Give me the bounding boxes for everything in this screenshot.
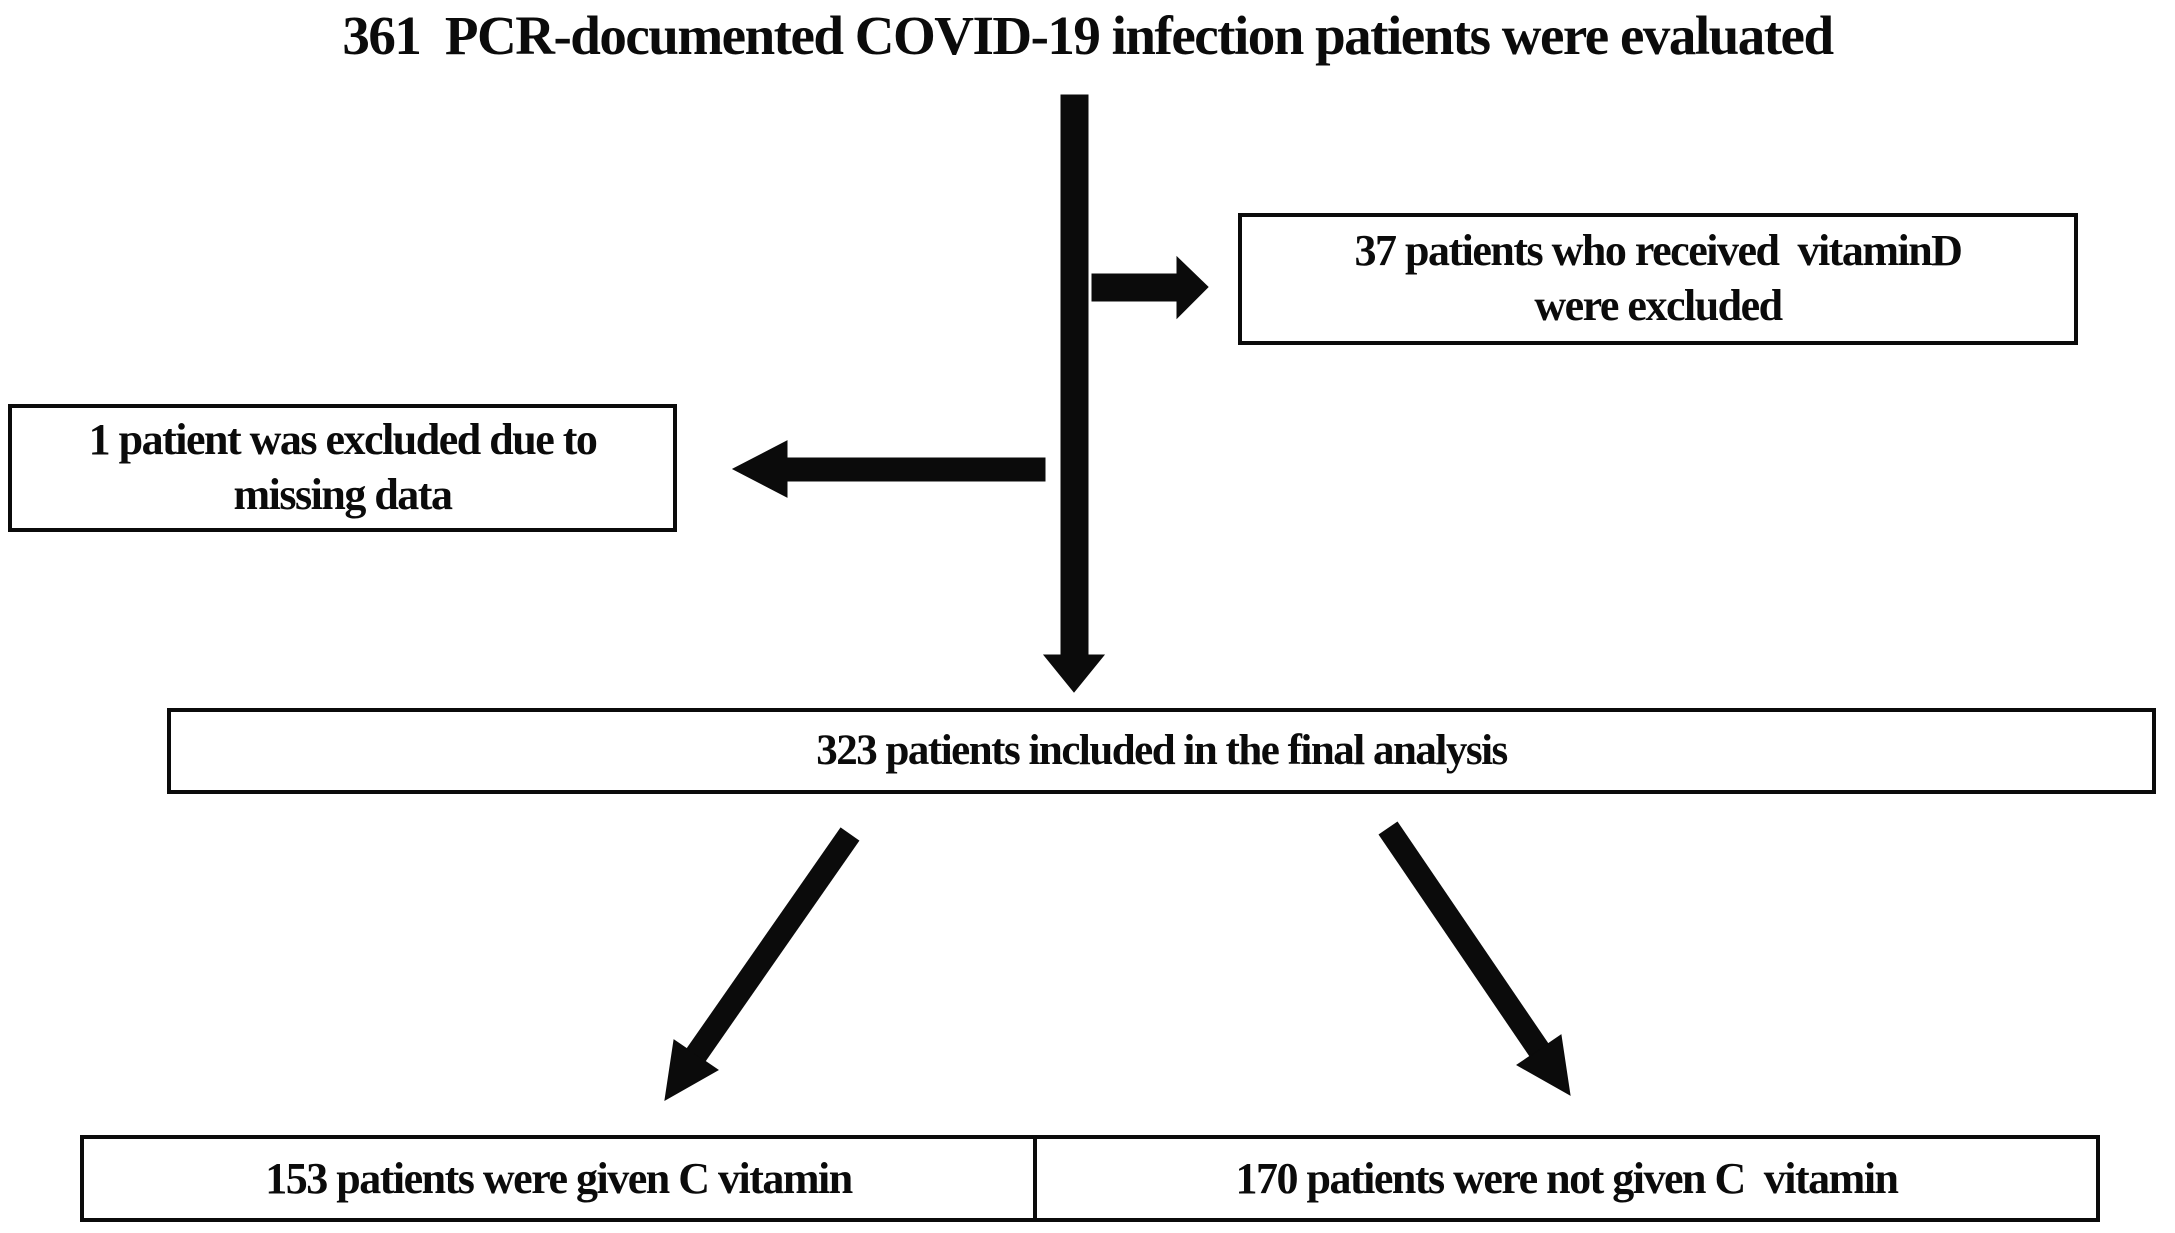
box-vitamin-d-excluded-line1: 37 patients who received vitaminD <box>1354 226 1963 276</box>
down-arrow <box>1042 94 1106 693</box>
box-final-analysis: 323 patients included in the final analy… <box>167 708 2156 794</box>
box-final-analysis-text: 323 patients included in the final analy… <box>816 727 1508 775</box>
box-missing-data-excluded-line1: 1 patient was excluded due to <box>88 415 598 465</box>
box-missing-data-excluded: 1 patient was excluded due to missing da… <box>8 404 677 532</box>
box-not-given-vitamin-c-text: 170 patients were not given C vitamin <box>1235 1154 1899 1203</box>
box-given-vitamin-c-text: 153 patients were given C vitamin <box>265 1154 853 1203</box>
diagonal-arrow-right <box>1378 821 1571 1096</box>
box-given-vitamin-c: 153 patients were given C vitamin <box>84 1139 1037 1218</box>
right-arrow <box>1091 255 1209 320</box>
diagram-title: 361 PCR-documented COVID-19 infection pa… <box>342 5 1834 66</box>
bottom-boxes-row: 153 patients were given C vitamin 170 pa… <box>80 1135 2100 1222</box>
box-missing-data-excluded-line2: missing data <box>233 470 453 519</box>
box-vitamin-d-excluded: 37 patients who received vitaminD were e… <box>1238 213 2078 345</box>
box-not-given-vitamin-c: 170 patients were not given C vitamin <box>1037 1139 2096 1218</box>
left-arrow <box>731 440 1046 498</box>
box-vitamin-d-excluded-line2: were excluded <box>1534 281 1783 330</box>
diagonal-arrow-left <box>664 827 860 1101</box>
